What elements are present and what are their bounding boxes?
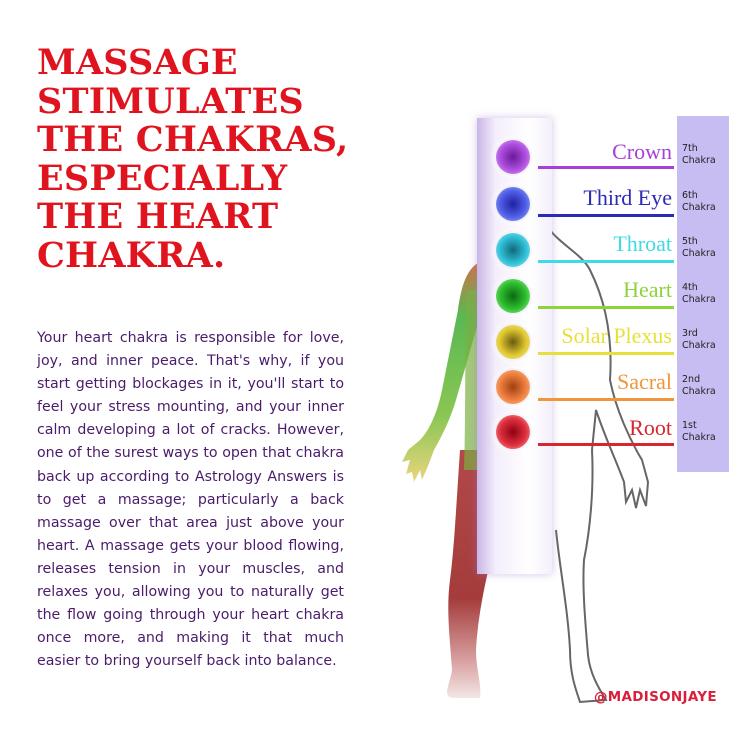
crown-chakra-orb	[496, 140, 530, 174]
ordinal-text: 4th	[682, 282, 698, 293]
chakra-text: Chakra	[682, 340, 716, 351]
ordinal-text: 3rd	[682, 328, 698, 339]
crown-line	[538, 166, 674, 169]
chakra-text: Chakra	[682, 155, 716, 166]
throat-chakra-orb	[496, 233, 530, 267]
author-handle: @MADISONJAYE	[594, 689, 717, 705]
headline-line: THE HEART	[37, 196, 279, 237]
headline-line: MASSAGE	[37, 42, 238, 83]
heart-label: Heart	[623, 277, 672, 302]
third-eye-label: Third Eye	[583, 185, 672, 210]
root-label: Root	[629, 415, 672, 440]
headline-line: CHAKRA.	[37, 234, 226, 276]
chakra-text: Chakra	[682, 386, 716, 397]
chakra-text: Chakra	[682, 432, 716, 443]
chakra-ordinal-bar	[677, 116, 729, 472]
solar-plexus-label: Solar Plexus	[561, 323, 672, 348]
sacral-label: Sacral	[617, 369, 672, 394]
throat-line	[538, 260, 674, 263]
headline: MASSAGE STIMULATES THE CHAKRAS, ESPECIAL…	[37, 42, 357, 276]
root-chakra-orb	[496, 415, 530, 449]
solar-plexus-chakra-orb	[496, 325, 530, 359]
chakra-text: Chakra	[682, 294, 716, 305]
ordinal-text: 1st	[682, 420, 697, 431]
chakra-text: Chakra	[682, 248, 716, 259]
headline-line: STIMULATES	[37, 80, 304, 122]
body-paragraph: Your heart chakra is responsible for lov…	[37, 330, 344, 670]
heart-chakra-orb	[496, 279, 530, 313]
headline-line: THE CHAKRAS,	[37, 119, 349, 160]
chakra-body-illustration: Crown Third Eye Throat Heart Solar Plexu…	[380, 110, 749, 710]
sacral-line	[538, 398, 674, 401]
chakra-text: Chakra	[682, 202, 716, 213]
crown-label: Crown	[612, 139, 672, 164]
third-eye-line	[538, 214, 674, 217]
third-eye-chakra-orb	[496, 187, 530, 221]
heart-line	[538, 306, 674, 309]
root-line	[538, 443, 674, 446]
sacral-chakra-orb	[496, 370, 530, 404]
throat-label: Throat	[613, 231, 672, 256]
headline-line: ESPECIALLY	[37, 157, 288, 199]
ordinal-text: 7th	[682, 143, 698, 154]
ordinal-text: 6th	[682, 190, 698, 201]
ordinal-text: 5th	[682, 236, 698, 247]
solar-plexus-line	[538, 352, 674, 355]
ordinal-text: 2nd	[682, 374, 701, 385]
